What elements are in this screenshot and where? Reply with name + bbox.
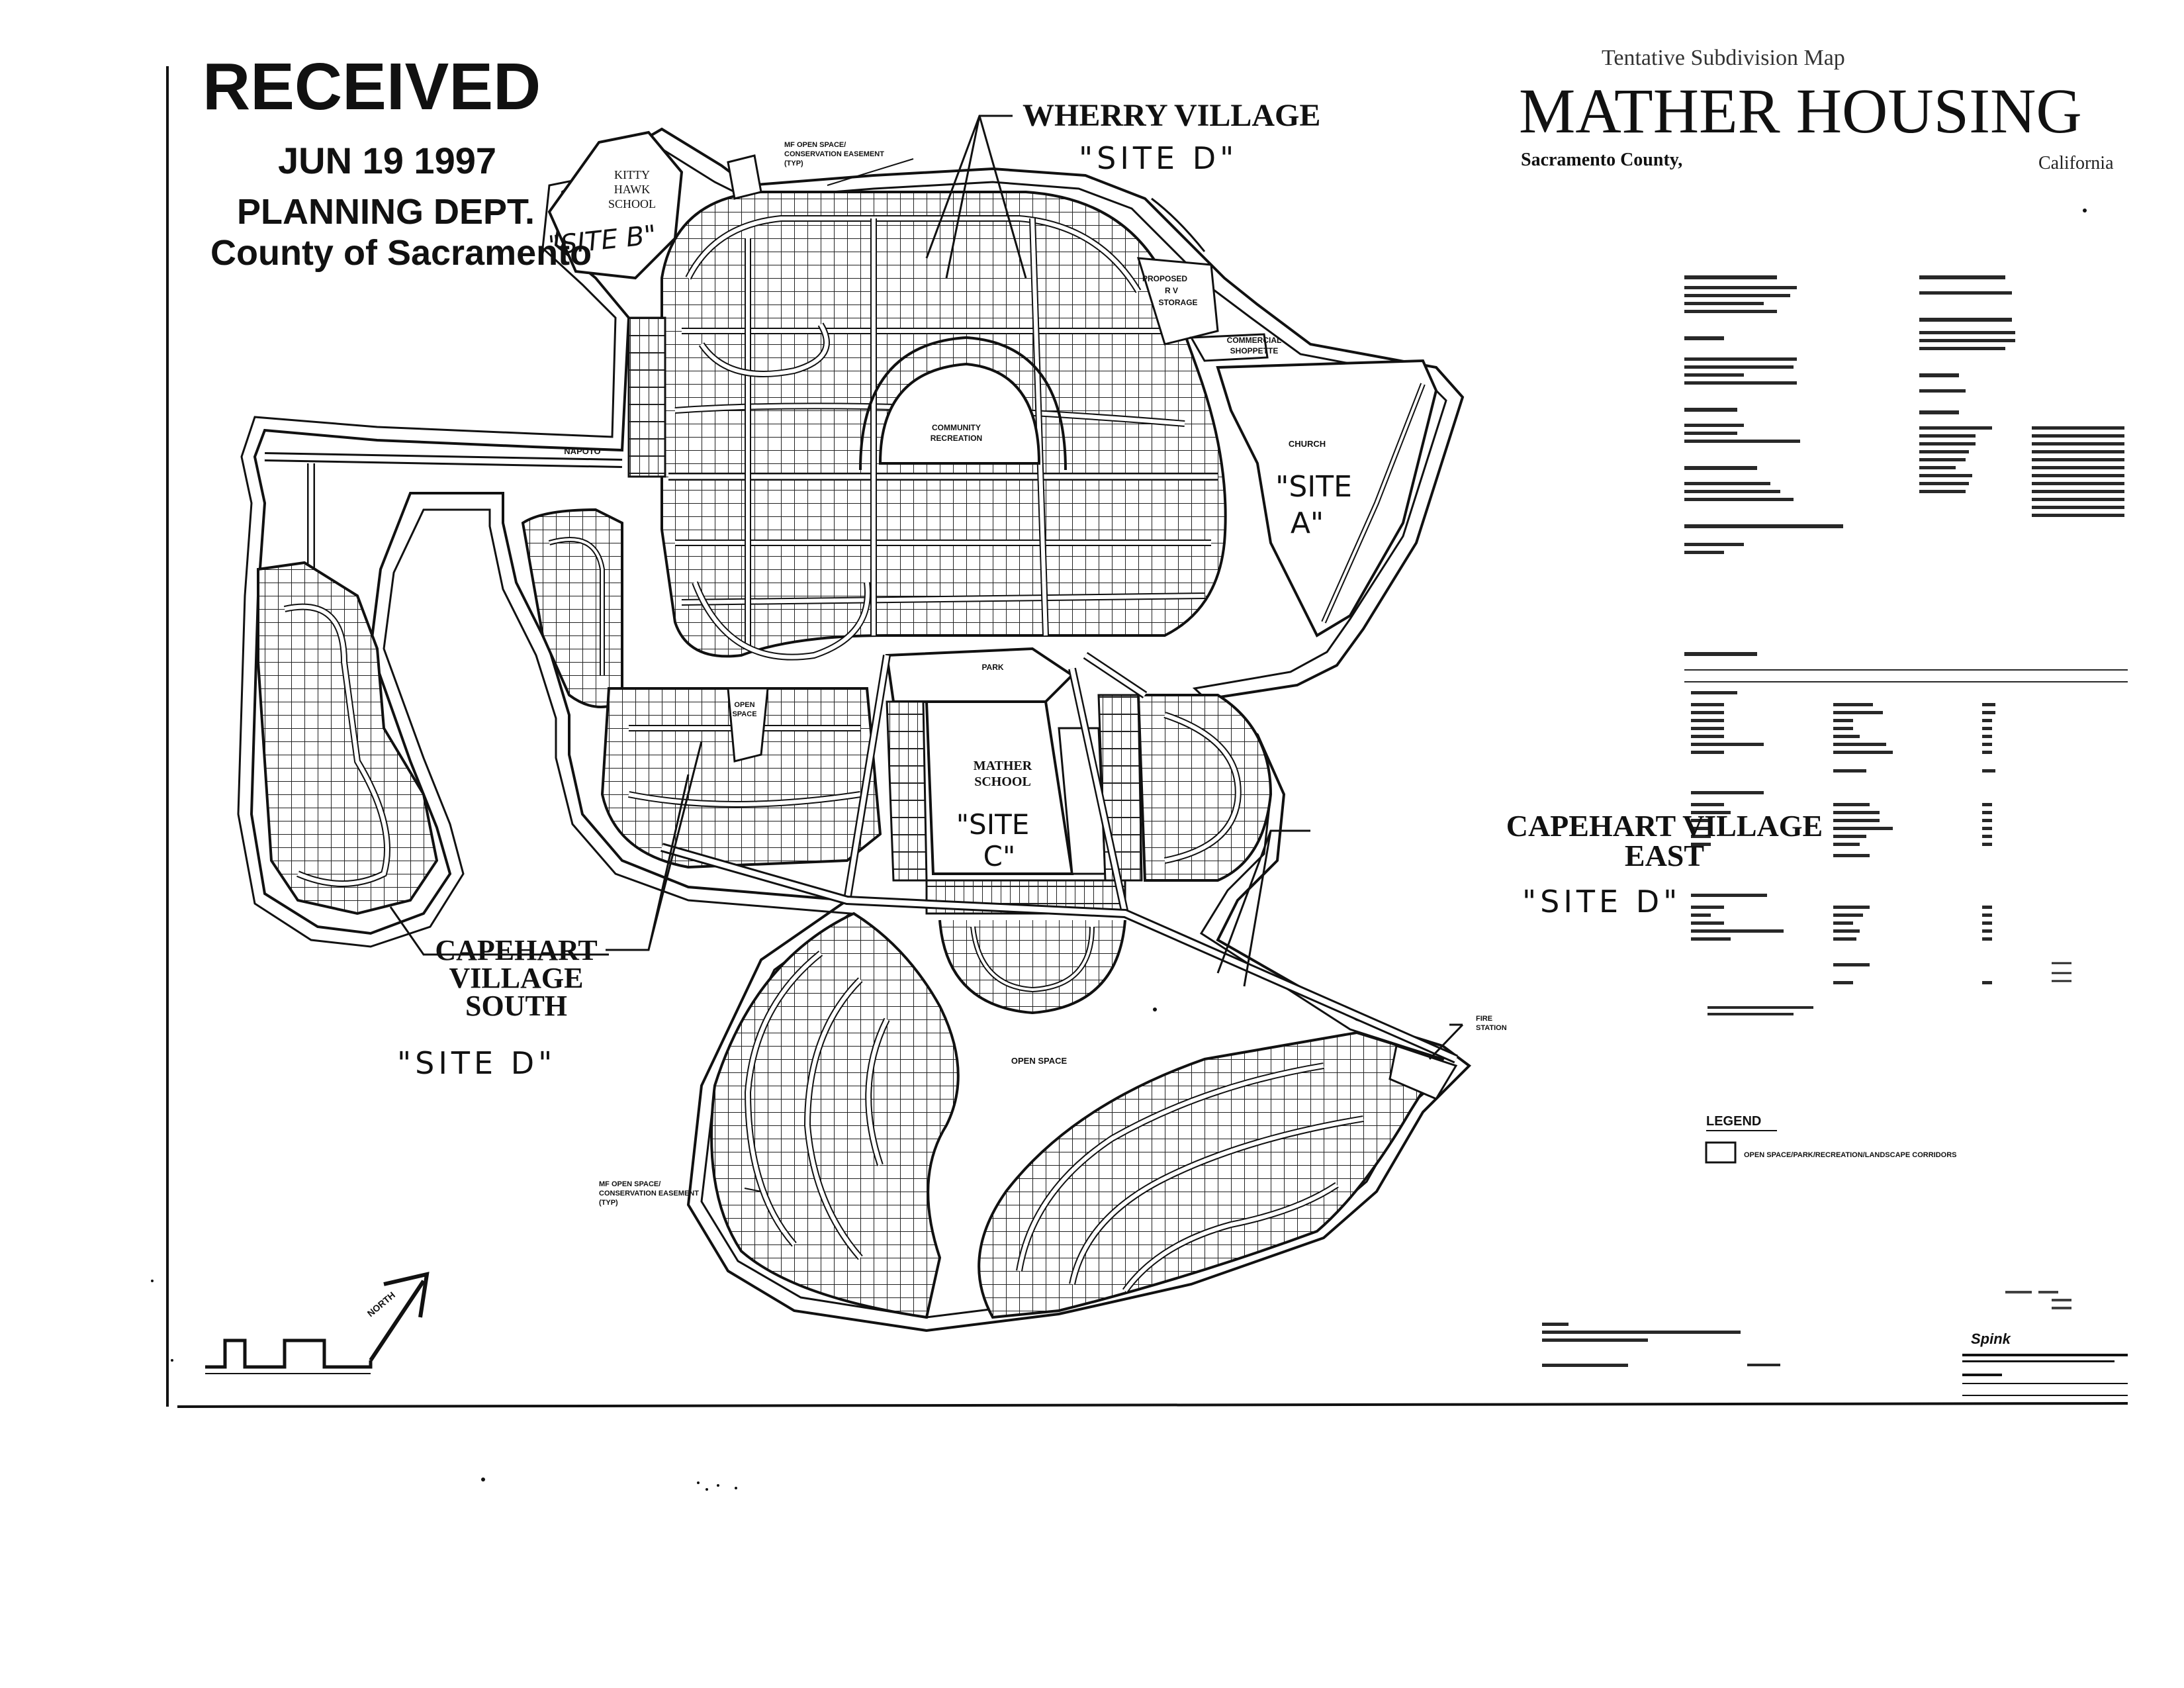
- stamp-county: County of Sacramento: [210, 233, 592, 273]
- legend-item: OPEN SPACE/PARK/RECREATION/LANDSCAPE COR…: [1744, 1151, 1956, 1159]
- park: [885, 647, 1075, 703]
- open-space-top-3: (TYP): [784, 160, 803, 167]
- capehart-south-site: "SITE D": [397, 1045, 556, 1081]
- fire-station-1: FIRE: [1476, 1015, 1492, 1023]
- north-label: NORTH: [365, 1289, 397, 1319]
- site-a-line2: A": [1291, 506, 1324, 540]
- notes-block: [1542, 1323, 1780, 1367]
- open-space-top-1: MF OPEN SPACE/: [784, 141, 846, 149]
- firm-block: Spink: [1962, 1331, 2128, 1396]
- site-c-line2: C": [983, 840, 1016, 872]
- legend-swatch: [1705, 1141, 1737, 1164]
- title-county: Sacramento County,: [1521, 150, 1682, 170]
- open-space-left-1: MF OPEN SPACE/: [599, 1180, 660, 1188]
- owner-info-column: [1684, 275, 1843, 554]
- community-recreation: [878, 362, 1041, 465]
- rv-storage-1: PROPOSED: [1142, 274, 1187, 283]
- commercial-1: COMMERCIAL: [1227, 336, 1282, 345]
- capehart-east-site: "SITE D": [1522, 884, 1681, 919]
- open-space-left-2: CONSERVATION EASEMENT: [599, 1190, 699, 1197]
- legend-title: LEGEND: [1706, 1114, 1761, 1129]
- capehart-east-lots: [1136, 694, 1273, 882]
- land-use-column: [1919, 275, 2124, 517]
- map-labels: KITTY HAWK SCHOOL "SITE B" WHERRY VILLAG…: [397, 98, 1823, 1207]
- capehart-east-1: CAPEHART VILLAGE: [1506, 809, 1823, 843]
- rv-storage-3: STORAGE: [1158, 298, 1197, 307]
- site-a-line1: "SITE: [1275, 470, 1352, 504]
- received-stamp: RECEIVED JUN 19 1997 PLANNING DEPT. Coun…: [203, 50, 592, 273]
- park-label: PARK: [981, 663, 1003, 672]
- church-label: CHURCH: [1289, 439, 1326, 449]
- mather-school-2: SCHOOL: [974, 774, 1031, 789]
- stamp-dept: PLANNING DEPT.: [237, 192, 535, 232]
- stamp-received: RECEIVED: [203, 50, 541, 124]
- north-arrow: NORTH: [365, 1272, 430, 1362]
- site-c-line1: "SITE: [956, 808, 1030, 841]
- community-rec-2: RECREATION: [931, 434, 982, 443]
- community-rec-1: COMMUNITY: [932, 423, 981, 432]
- kitty-hawk-line3: SCHOOL: [608, 197, 656, 211]
- firm-name: Spink: [1971, 1331, 2012, 1347]
- capehart-south-1: CAPEHART: [435, 934, 597, 966]
- kitty-hawk-line2: HAWK: [614, 183, 651, 196]
- capehart-south-3: SOUTH: [465, 990, 567, 1022]
- title-block: Tentative Subdivision Map MATHER HOUSING…: [1519, 46, 2114, 173]
- napoto-label: NAPOTO: [564, 446, 600, 456]
- data-block: LEGEND OPEN SPACE/PARK/RECREATION/LANDSC…: [151, 209, 2128, 1491]
- open-space-mid-1: OPEN: [734, 701, 754, 709]
- subdivision-map: [237, 115, 1472, 1333]
- kitty-hawk-school: [547, 130, 684, 280]
- boundary-outline: [250, 127, 1472, 1333]
- fire-station-2: STATION: [1476, 1024, 1507, 1032]
- open-space-top-2: CONSERVATION EASEMENT: [784, 150, 884, 158]
- revision-block: [2005, 1291, 2071, 1309]
- scale-bar: [205, 1338, 373, 1374]
- capehart-south-2: VILLAGE: [449, 962, 584, 994]
- sheet-border: [166, 66, 2128, 1408]
- rv-storage-2: R V: [1165, 286, 1178, 295]
- open-space-mid-2: SPACE: [732, 710, 756, 718]
- open-space-left-3: (TYP): [599, 1199, 618, 1207]
- capehart-south-lots: [257, 561, 439, 915]
- mather-school-1: MATHER: [974, 759, 1032, 773]
- kitty-hawk-line1: KITTY: [614, 168, 650, 181]
- legend: LEGEND OPEN SPACE/PARK/RECREATION/LANDSC…: [1705, 1114, 1956, 1164]
- wherry-site-label: "SITE D": [1079, 140, 1238, 176]
- commercial-2: SHOPPETTE: [1230, 346, 1279, 355]
- title-main: MATHER HOUSING: [1519, 75, 2082, 146]
- stamp-date: JUN 19 1997: [278, 140, 496, 181]
- church-site-a: [1216, 359, 1438, 637]
- title-subtitle: Tentative Subdivision Map: [1602, 46, 1845, 70]
- title-state: California: [2038, 153, 2114, 173]
- wherry-village-label: WHERRY VILLAGE: [1023, 98, 1320, 133]
- land-use-summary-table: [1684, 652, 2128, 1015]
- open-space-bottom: OPEN SPACE: [1011, 1056, 1068, 1066]
